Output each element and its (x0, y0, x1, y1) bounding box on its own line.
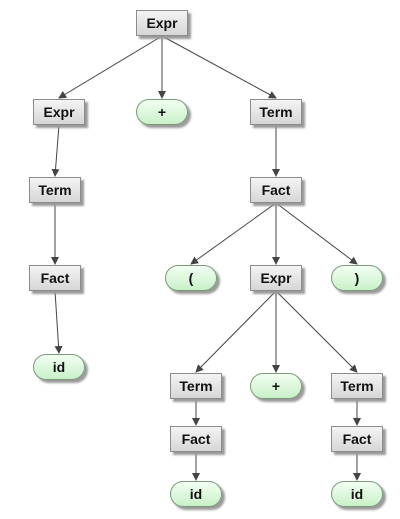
node-term-right: Term (250, 99, 302, 125)
node-fact-left: Fact (29, 265, 81, 291)
edge-fact_right-to-lparen (190, 202, 277, 265)
node-fact-inner-left: Fact (170, 426, 222, 452)
edge-expr_root-to-term_right (161, 35, 277, 99)
edge-fact_left-to-id_left (54, 290, 63, 354)
edge-expr_left-to-term_left (51, 124, 60, 177)
node-term-inner-right: Term (331, 373, 383, 399)
node-id-inner-left: id (170, 481, 222, 507)
node-left-paren: ( (165, 265, 217, 291)
node-fact-right: Fact (250, 177, 302, 203)
node-id-inner-right: id (331, 481, 383, 507)
edge-expr_inner-to-term_inner_left (195, 290, 277, 373)
node-right-paren: ) (331, 265, 383, 291)
edge-expr_root-to-expr_left (58, 35, 163, 99)
node-plus-inner: + (250, 373, 302, 399)
edge-expr_inner-to-term_inner_right (275, 290, 358, 373)
node-expr-inner: Expr (250, 265, 302, 291)
node-plus-top: + (136, 99, 188, 125)
node-id-left: id (33, 354, 85, 380)
node-term-inner-left: Term (170, 373, 222, 399)
node-expr-root: Expr (136, 10, 188, 36)
node-fact-inner-right: Fact (331, 426, 383, 452)
edge-fact_right-to-rparen (275, 202, 358, 265)
node-expr-left: Expr (33, 99, 85, 125)
node-term-left: Term (29, 177, 81, 203)
